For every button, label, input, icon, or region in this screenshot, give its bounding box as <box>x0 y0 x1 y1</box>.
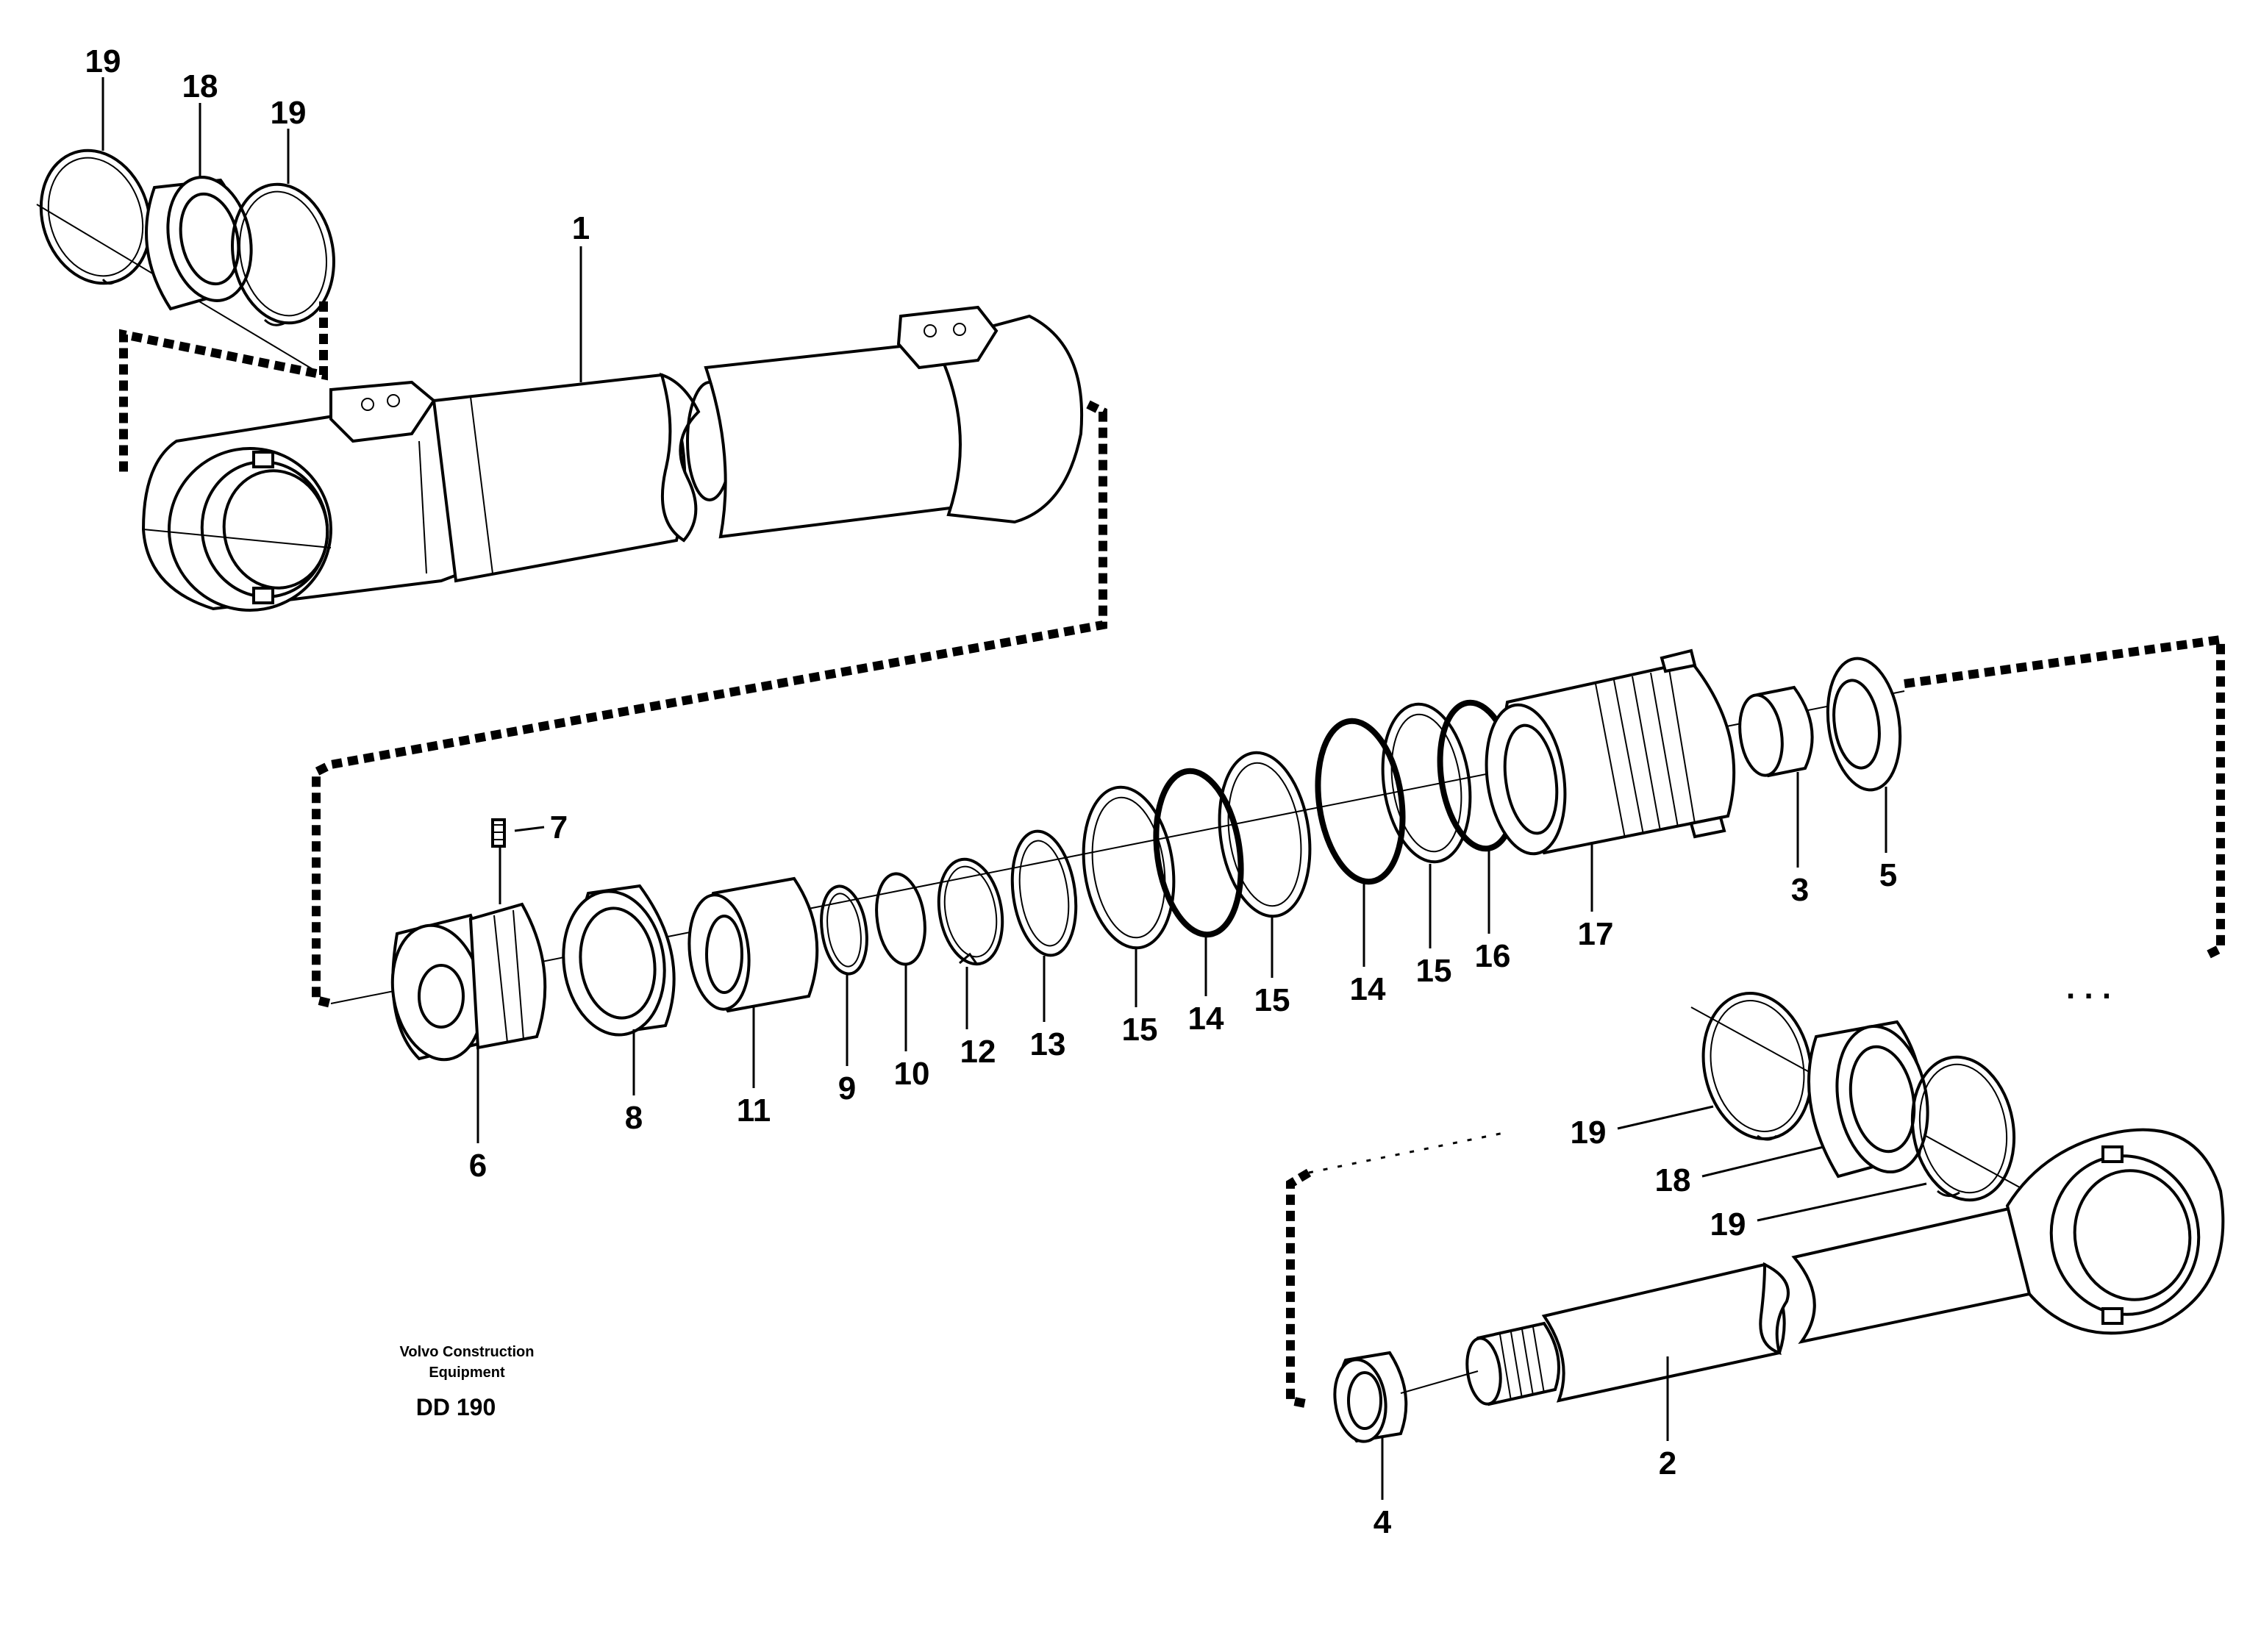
callout-14-backup-a: 14 <box>1188 1001 1224 1037</box>
drawing-code: DD 190 <box>416 1394 496 1420</box>
callout-11-sleeve: 11 <box>737 1093 771 1129</box>
cylinder-tube-1 <box>141 246 1084 612</box>
callout-6-piston: 6 <box>469 1148 487 1184</box>
callout-18-upper: 18 <box>182 68 218 104</box>
piston-rod-2 <box>1465 1128 2225 1441</box>
spherical-bearing-18-upper <box>145 176 253 311</box>
callout-4-wiper: 4 <box>1374 1504 1392 1540</box>
retaining-ring-19-low <box>1910 1055 2016 1202</box>
wiper-4 <box>1333 1351 1479 1500</box>
callout-8-nut: 8 <box>625 1100 643 1136</box>
credit-line-1: Volvo Construction <box>400 1344 535 1360</box>
piston-nut-8 <box>562 884 676 1037</box>
retaining-ring-19-upper-left <box>39 149 152 285</box>
callout-17-cylinder-head: 17 <box>1578 916 1614 952</box>
retaining-ring-19-upper-right <box>231 182 335 326</box>
callout-19-low: 19 <box>1710 1206 1746 1242</box>
callout-16-o-ring: 16 <box>1475 938 1511 974</box>
bushing-3 <box>1738 685 1814 778</box>
upper-bearing-assembly <box>36 77 335 474</box>
callout-19-upper-right: 19 <box>271 95 307 131</box>
callout-1-cylinder-tube: 1 <box>572 210 590 246</box>
piston-6 <box>390 902 547 1062</box>
credit-line-2: Equipment <box>429 1365 505 1381</box>
seal-15-a <box>1082 785 1176 950</box>
callout-15-seal-a: 15 <box>1122 1012 1158 1048</box>
retaining-ring-19-mid <box>1701 992 1813 1141</box>
wiper-5 <box>1826 657 1902 792</box>
ring-10 <box>875 872 926 966</box>
callout-14-backup-b: 14 <box>1350 971 1386 1007</box>
callout-2-piston-rod: 2 <box>1659 1445 1676 1481</box>
seal-15-c <box>1381 702 1472 864</box>
callout-12-circlip: 12 <box>960 1034 996 1070</box>
callout-7-screw: 7 <box>550 809 568 845</box>
seal-ring-13 <box>1010 829 1078 957</box>
backup-ring-14-b <box>1315 718 1406 885</box>
cylinder-head-17 <box>1485 648 1736 856</box>
callout-10-ring: 10 <box>894 1056 930 1092</box>
callout-3-bushing: 3 <box>1791 872 1809 908</box>
callout-18-lower: 18 <box>1655 1162 1691 1198</box>
o-ring-9 <box>820 884 868 976</box>
spherical-bearing-18-lower <box>1807 1020 1929 1179</box>
callout-5-wiper: 5 <box>1879 857 1897 893</box>
circlip-12 <box>937 857 1004 966</box>
callout-9-o-ring: 9 <box>838 1070 856 1106</box>
callout-19-mid: 19 <box>1571 1115 1607 1151</box>
locking-screw-7 <box>491 818 545 904</box>
backup-ring-14-a <box>1153 768 1244 938</box>
callout-19-upper-left: 19 <box>85 43 121 79</box>
callout-13-seal-ring: 13 <box>1030 1026 1066 1062</box>
callout-15-seal-b: 15 <box>1254 982 1290 1018</box>
continuation-dots-right: . . . <box>2066 970 2111 1006</box>
callout-15-seal-c: 15 <box>1416 953 1452 989</box>
lower-bearing-assembly <box>1617 992 2148 1258</box>
sleeve-11 <box>687 876 819 1013</box>
seal-15-b <box>1218 751 1312 918</box>
